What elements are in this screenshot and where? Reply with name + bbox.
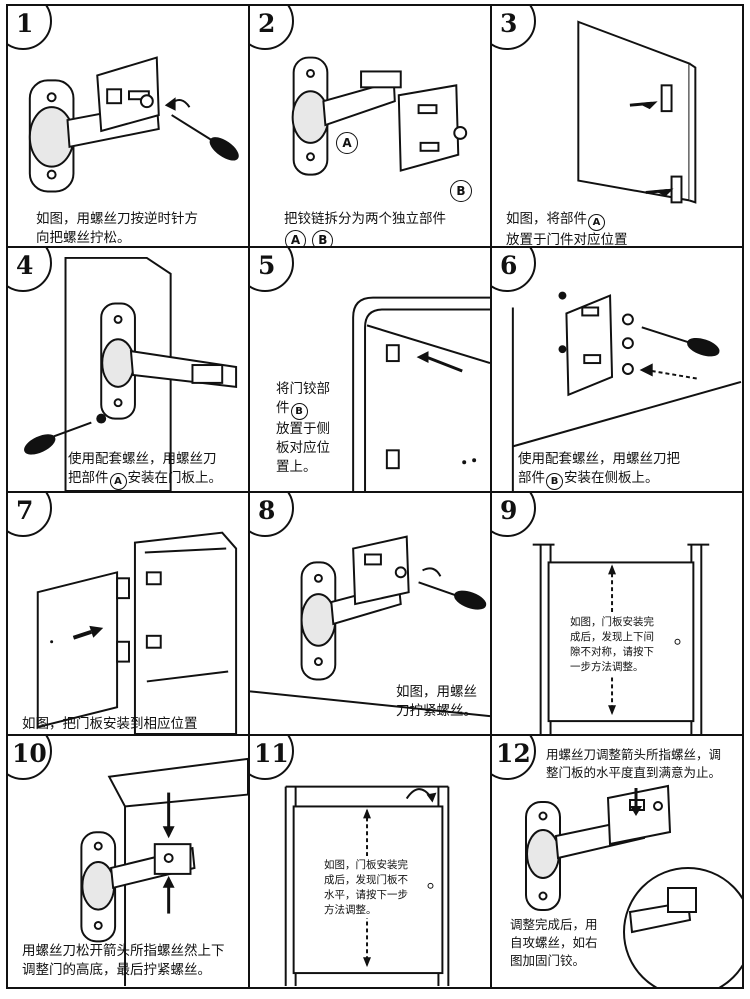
hinge-loosen-illustration	[28, 56, 239, 193]
hinge-tighten-illustration	[250, 535, 490, 718]
step-number-badge: 1	[8, 6, 52, 50]
part-b-badge: B	[290, 403, 308, 420]
part-a-badge: A	[109, 473, 127, 490]
hinge-split-illustration	[291, 56, 468, 176]
part-b-badge: B	[312, 230, 334, 246]
door-placement-illustration	[577, 20, 697, 204]
part-b-badge: B	[546, 473, 563, 490]
step-number-badge: 7	[8, 493, 52, 537]
step-1-panel: 1 如图，用螺丝刀按逆时针方向把螺丝拧松。	[8, 6, 250, 248]
door-install-illustration	[36, 531, 238, 734]
step-8-panel: 8 如图，用螺丝刀拧紧螺丝。	[250, 493, 492, 736]
step-7-caption: 如图，把门板安装到相应位置	[22, 716, 198, 732]
step-12-panel: 12 用螺丝刀调整箭头所指螺丝，调整门板的水平度直到满意为止。 调整完成后，用自…	[492, 736, 742, 987]
side-panel-placement-illustration	[352, 296, 490, 491]
step-11-caption: 如图，门板安装完成后，发现门板不水平，请按下一步方法调整。	[324, 858, 408, 918]
step-12-caption: 用螺丝刀调整箭头所指螺丝，调整门板的水平度直到满意为止。	[546, 747, 722, 780]
gap-check-illustration	[532, 543, 710, 734]
step-7-panel: 7 如图，把门板安装到相应位置	[8, 493, 250, 736]
step-2-caption: 把铰链拆分为两个独立部件 A B	[284, 210, 446, 246]
part-b-label: B	[450, 180, 472, 202]
step-1-caption: 如图，用螺丝刀按逆时针方向把螺丝拧松。	[36, 211, 198, 246]
step-2-panel: 2 A B 把铰链拆分为两个独立部件 A B	[250, 6, 492, 248]
height-adjust-illustration	[80, 757, 248, 986]
step-number-badge: 9	[492, 493, 536, 537]
step-12-note: 调整完成后，用自攻螺丝，如右图加固门铰。	[510, 916, 598, 970]
part-a-label: A	[336, 132, 358, 154]
part-a-badge: A	[285, 230, 306, 246]
mount-part-b-illustration	[511, 291, 742, 491]
final-adjust-illustration	[525, 784, 742, 987]
part-a-badge: A	[588, 214, 605, 231]
step-10-panel: 10 用螺丝刀松开箭头所指螺丝然上下调整门的高底，最后拧紧螺丝。	[8, 736, 250, 987]
step-11-panel: 11 如图，门板安装完成后，发现门板不水平，请按下一步方法调整。	[250, 736, 492, 987]
step-10-caption: 用螺丝刀松开箭头所指螺丝然上下调整门的高底，最后拧紧螺丝。	[22, 943, 225, 978]
step-9-panel: 9 如图，门板安装完成后，发现上下间隙不对称，请按下一步方法调整。	[492, 493, 742, 736]
instruction-sheet: 1 如图，用螺丝刀按逆时针方向把螺丝拧松。 2	[6, 4, 744, 989]
mount-part-a-illustration	[24, 256, 238, 491]
step-9-caption: 如图，门板安装完成后，发现上下间隙不对称，请按下一步方法调整。	[570, 615, 654, 675]
step-8-caption: 如图，用螺丝刀拧紧螺丝。	[396, 684, 477, 719]
